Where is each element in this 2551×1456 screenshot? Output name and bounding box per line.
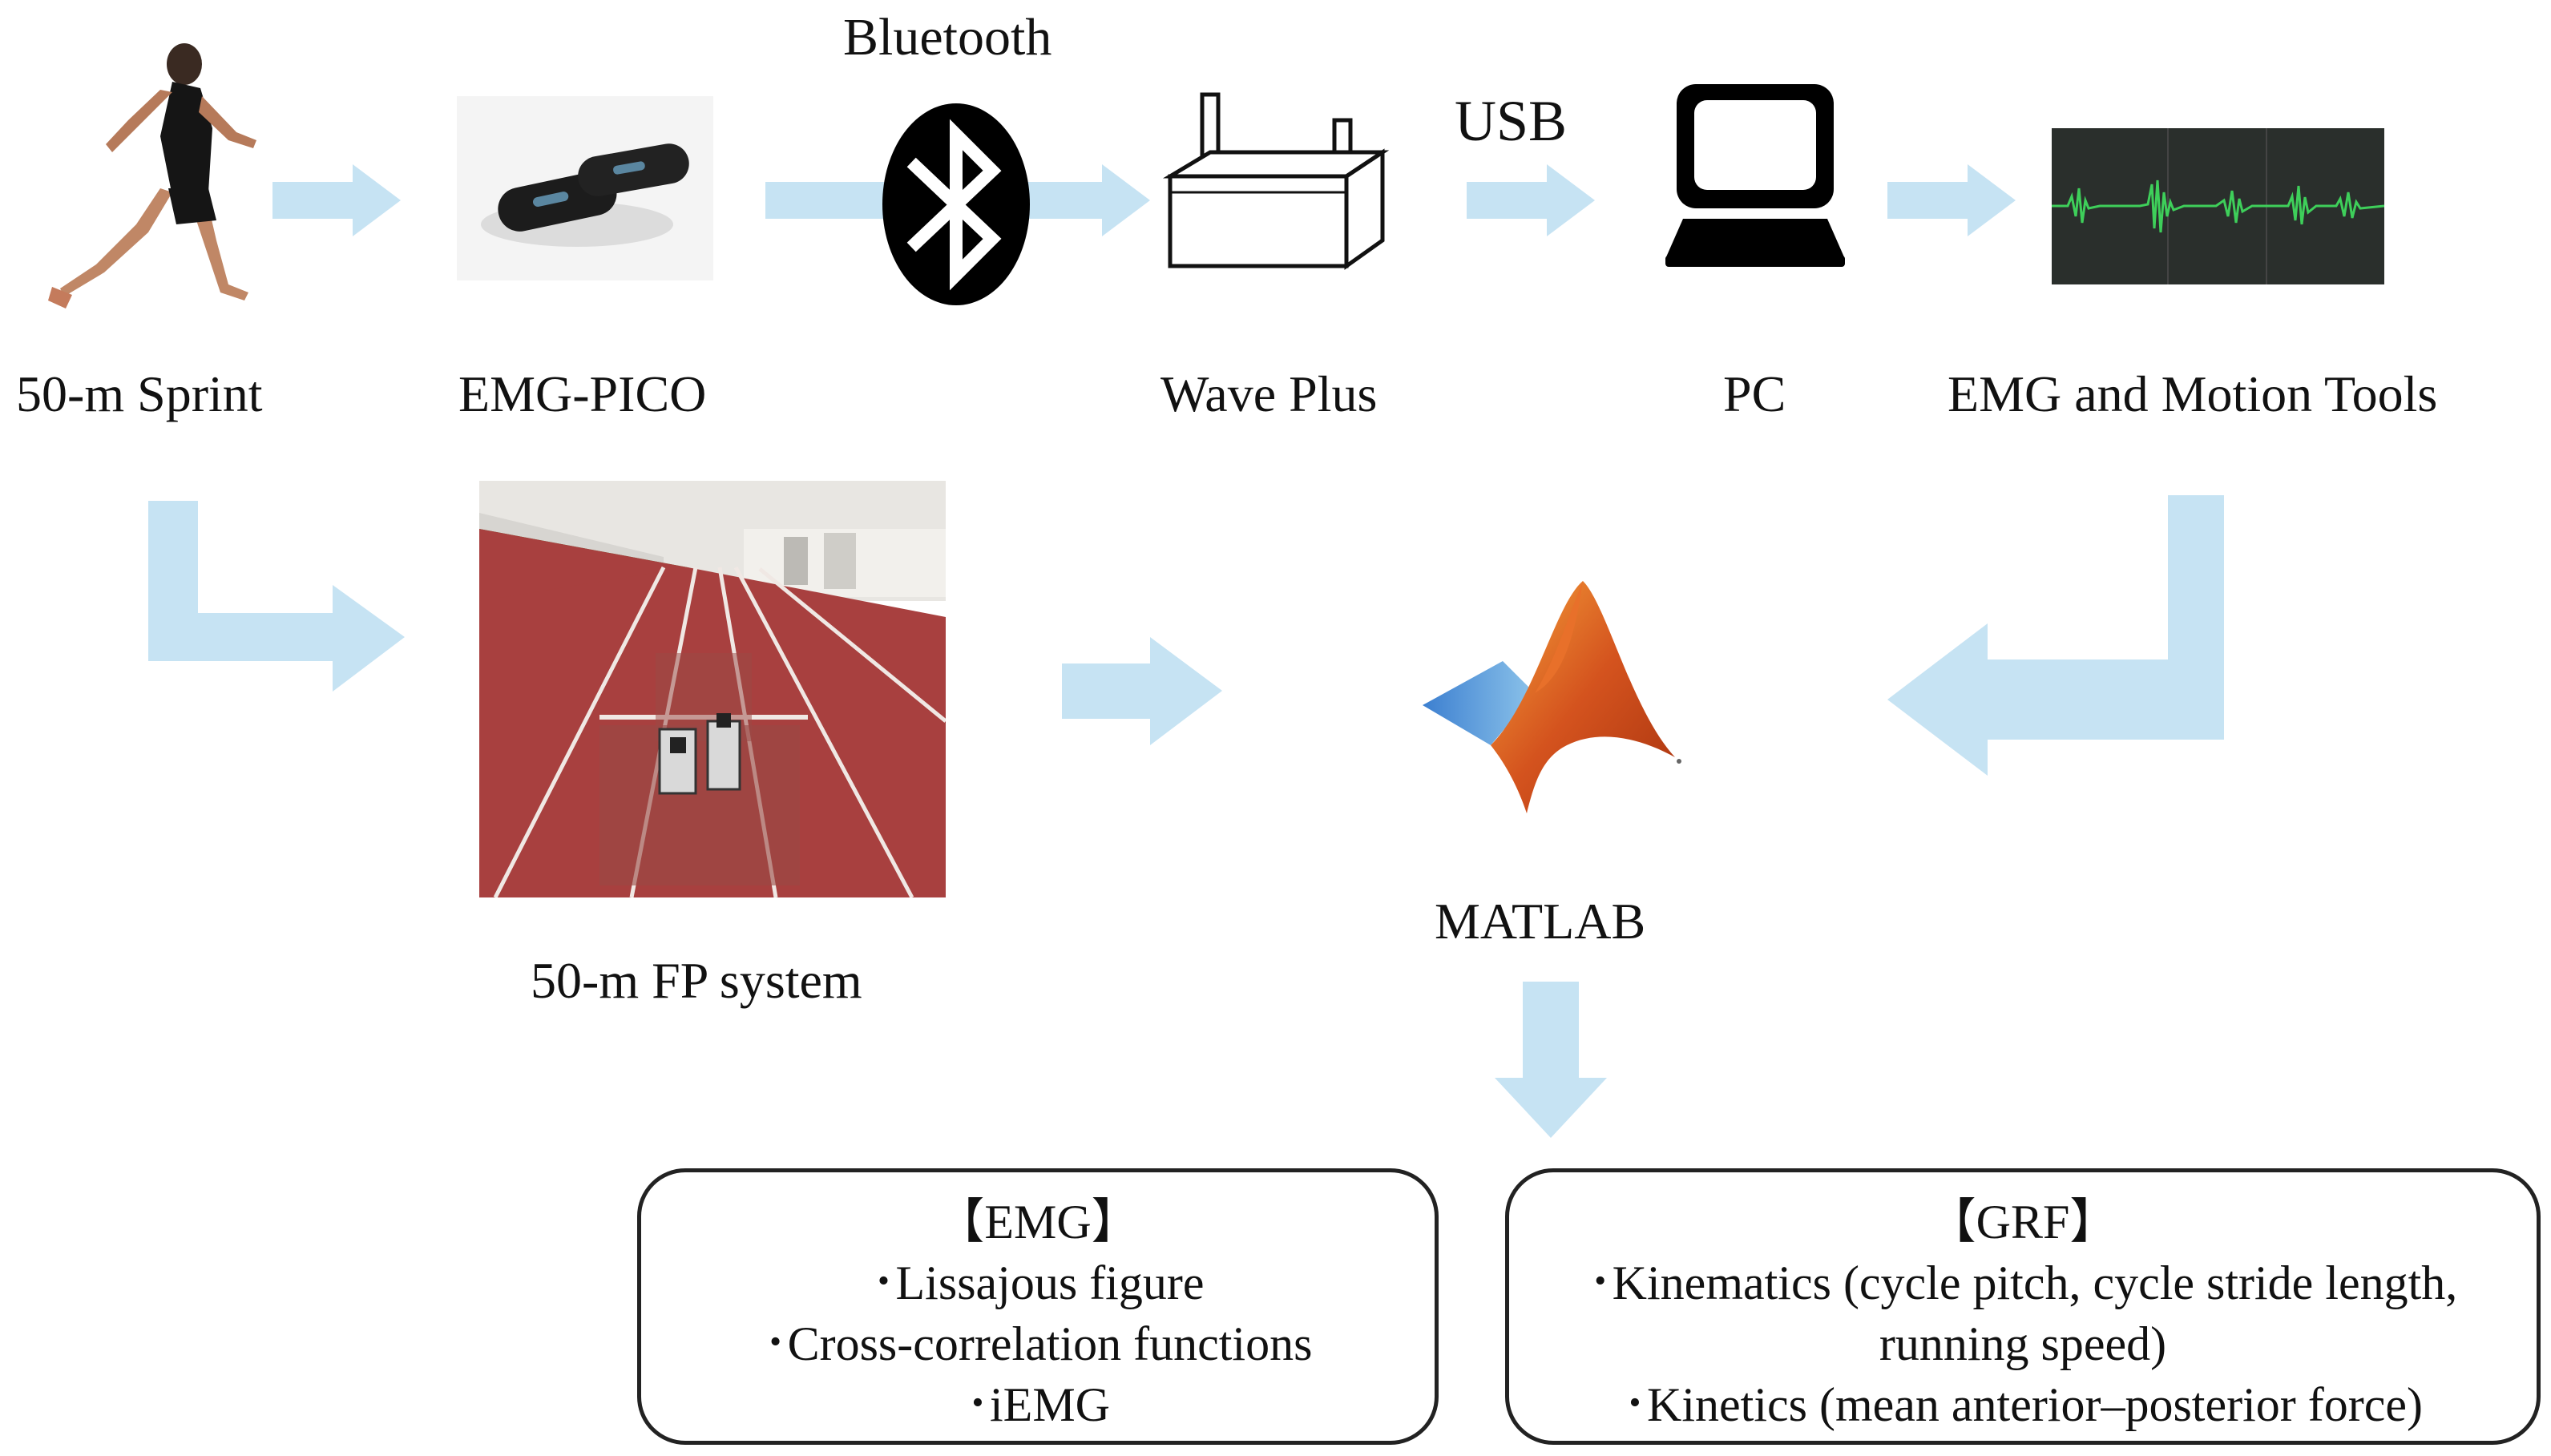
grf-line: ･Kinematics (cycle pitch, cycle stride l… [1588,1256,2458,1309]
arrow-down-right [148,501,405,692]
arrow-right [1887,164,2016,236]
emg-pico-sensor-photo [457,96,713,280]
emg-item: ･iEMG [966,1378,1110,1431]
bluetooth-label: Bluetooth [843,8,1052,67]
runner-photo [48,43,256,309]
bluetooth-icon [882,103,1030,305]
grf-box-title: 【GRF】 [1927,1196,2118,1248]
emg-item: ･Lissajous figure [871,1256,1205,1309]
arrow-down-left [1887,495,2224,776]
force-plate-track-photo [479,481,946,897]
emg-analysis-box: 【EMG】 ･Lissajous figure ･Cross-correlati… [637,1168,1439,1445]
wave-plus-label: Wave Plus [1160,365,1378,422]
arrow-right [1062,637,1222,745]
arrow-right [272,164,401,236]
arrow-right [1467,164,1595,236]
matlab-logo-icon [1423,581,1681,813]
matlab-label: MATLAB [1435,893,1646,950]
fp-system-label: 50-m FP system [531,952,862,1009]
wave-plus-receiver-icon [1162,92,1390,270]
sprint-label: 50-m Sprint [16,365,263,422]
grf-line: ･Kinetics (mean anterior–posterior force… [1623,1378,2423,1431]
grf-analysis-box: 【GRF】 ･Kinematics (cycle pitch, cycle st… [1505,1168,2541,1445]
laptop-icon [1665,84,1845,267]
emg-item: ･Cross-correlation functions [763,1317,1313,1370]
usb-label: USB [1455,89,1568,153]
emg-pico-label: EMG-PICO [458,365,707,422]
grf-line: running speed) [1879,1317,2167,1370]
pc-label: PC [1723,365,1786,422]
arrow-down [1495,982,1607,1138]
emg-box-title: 【EMG】 [936,1196,1140,1248]
emg-signal-image [2052,128,2384,284]
emg-tools-label: EMG and Motion Tools [1948,365,2438,422]
